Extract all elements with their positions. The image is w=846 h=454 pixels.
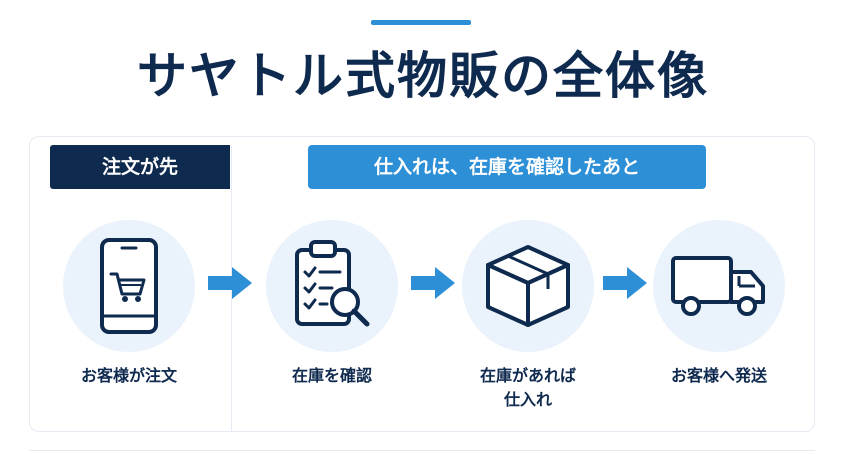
clipboard-search-icon <box>295 240 370 327</box>
step-ship-circle <box>653 220 785 352</box>
step-check-circle <box>266 220 398 352</box>
box-icon <box>486 245 570 327</box>
step-order-circle <box>63 220 195 352</box>
flow-arrow-3 <box>603 267 647 299</box>
title-accent-line <box>371 20 471 25</box>
step-stock-circle <box>462 220 594 352</box>
order-first-tag: 注文が先 <box>50 145 230 189</box>
purchase-after-tag: 仕入れは、在庫を確認したあと <box>308 145 706 189</box>
step-label-check: 在庫を確認 <box>291 366 372 385</box>
smartphone-cart-icon <box>100 238 158 334</box>
page-title: サヤトル式物販の全体像 <box>137 47 709 105</box>
delivery-truck-icon <box>671 256 765 316</box>
bottom-rule <box>29 450 815 451</box>
step-label-order: お客様が注文 <box>80 366 177 385</box>
flow-arrow-1 <box>208 267 252 299</box>
step-label-stock: 在庫があれば 仕入れ <box>479 366 576 409</box>
step-label-ship: お客様へ発送 <box>670 366 767 385</box>
flow-arrow-2 <box>411 267 455 299</box>
